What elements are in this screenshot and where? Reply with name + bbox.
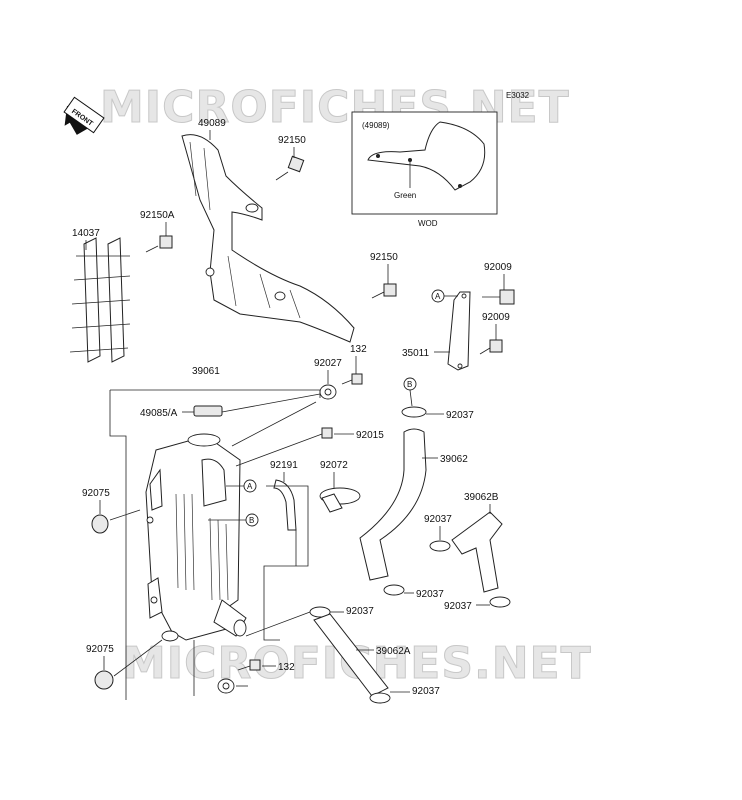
ref-marker-A-top: A bbox=[431, 289, 458, 303]
screw-132-top bbox=[341, 373, 363, 385]
callout-92037-d: 92037 bbox=[346, 606, 374, 617]
inset-box: (49089) Green WOD bbox=[351, 111, 498, 228]
callout-92072: 92072 bbox=[320, 460, 348, 471]
callout-49089: 49089 bbox=[198, 118, 226, 129]
radiator-shroud bbox=[181, 134, 355, 343]
radiator bbox=[145, 433, 247, 642]
callout-14037: 14037 bbox=[72, 228, 100, 239]
callout-132-bottom: 132 bbox=[278, 662, 295, 673]
ref-marker-A-radiator: A bbox=[226, 479, 257, 493]
svg-text:B: B bbox=[249, 516, 254, 525]
bolt-92009-bottom bbox=[479, 339, 503, 355]
callout-92037-b: 92037 bbox=[416, 589, 444, 600]
bolt-92150-mid bbox=[371, 283, 397, 299]
callout-92015: 92015 bbox=[356, 430, 384, 441]
grommet-92075-top bbox=[91, 514, 109, 534]
band-92072 bbox=[319, 487, 361, 513]
callout-92037-bottom: 92037 bbox=[412, 686, 440, 697]
bolt-92150A bbox=[145, 235, 173, 253]
tube-92191 bbox=[273, 479, 297, 531]
callout-49085A: 49085/A bbox=[140, 408, 178, 419]
callout-132-top: 132 bbox=[350, 344, 367, 355]
callout-92027-top: 92027 bbox=[314, 358, 342, 369]
bracket-35011 bbox=[447, 291, 471, 371]
screw-132-bottom bbox=[237, 659, 261, 671]
ref-marker-B-radiator: B bbox=[208, 513, 259, 527]
diagram-code: E3032 bbox=[506, 91, 530, 100]
hose-39062 bbox=[359, 428, 427, 581]
callout-92009-bottom: 92009 bbox=[482, 312, 510, 323]
clamp-92037-mid bbox=[429, 540, 451, 552]
hose-39062B bbox=[451, 511, 503, 593]
svg-text:A: A bbox=[435, 292, 441, 301]
callout-92191: 92191 bbox=[270, 460, 298, 471]
callout-35011: 35011 bbox=[402, 348, 430, 359]
callout-39061: 39061 bbox=[192, 366, 220, 377]
callout-39062B: 39062B bbox=[464, 492, 499, 503]
callout-39062A: 39062A bbox=[376, 646, 411, 657]
bolt-92150-top bbox=[275, 155, 305, 181]
inset-variant: WOD bbox=[418, 219, 438, 228]
watermark-top: MICROFICHES.NET bbox=[100, 82, 570, 133]
inset-ref: (49089) bbox=[362, 121, 390, 130]
callout-92150-top: 92150 bbox=[278, 135, 306, 146]
inset-color-label: Green bbox=[394, 191, 416, 200]
clamp-92037-b bbox=[383, 584, 405, 596]
callout-92037-top: 92037 bbox=[446, 410, 474, 421]
callout-92037-c: 92037 bbox=[444, 601, 472, 612]
callout-39062: 39062 bbox=[440, 454, 468, 465]
radiator-guard bbox=[69, 237, 131, 363]
callout-92009-top: 92009 bbox=[484, 262, 512, 273]
callout-92037-mid: 92037 bbox=[424, 514, 452, 525]
clip-92015 bbox=[321, 427, 333, 439]
clamp-92037-top bbox=[401, 389, 427, 418]
grommet-92075-bottom bbox=[94, 670, 114, 690]
svg-text:A: A bbox=[247, 482, 253, 491]
clamp-92037-c bbox=[489, 596, 511, 608]
bolt-92009-top bbox=[482, 289, 515, 305]
callout-92150-mid: 92150 bbox=[370, 252, 398, 263]
collar-92027-bottom bbox=[217, 678, 235, 694]
clamp-92037-bottom bbox=[369, 692, 391, 704]
front-arrow-icon: FRONT bbox=[63, 96, 105, 135]
ref-marker-B-right: B bbox=[403, 377, 417, 391]
callout-92150A: 92150A bbox=[140, 210, 175, 221]
hose-39062A bbox=[313, 613, 389, 697]
collar-92027-top bbox=[319, 384, 337, 400]
callout-92075-bottom: 92075 bbox=[86, 644, 114, 655]
callout-92075-top: 92075 bbox=[82, 488, 110, 499]
svg-text:B: B bbox=[407, 380, 412, 389]
cap-49085A bbox=[193, 405, 223, 417]
